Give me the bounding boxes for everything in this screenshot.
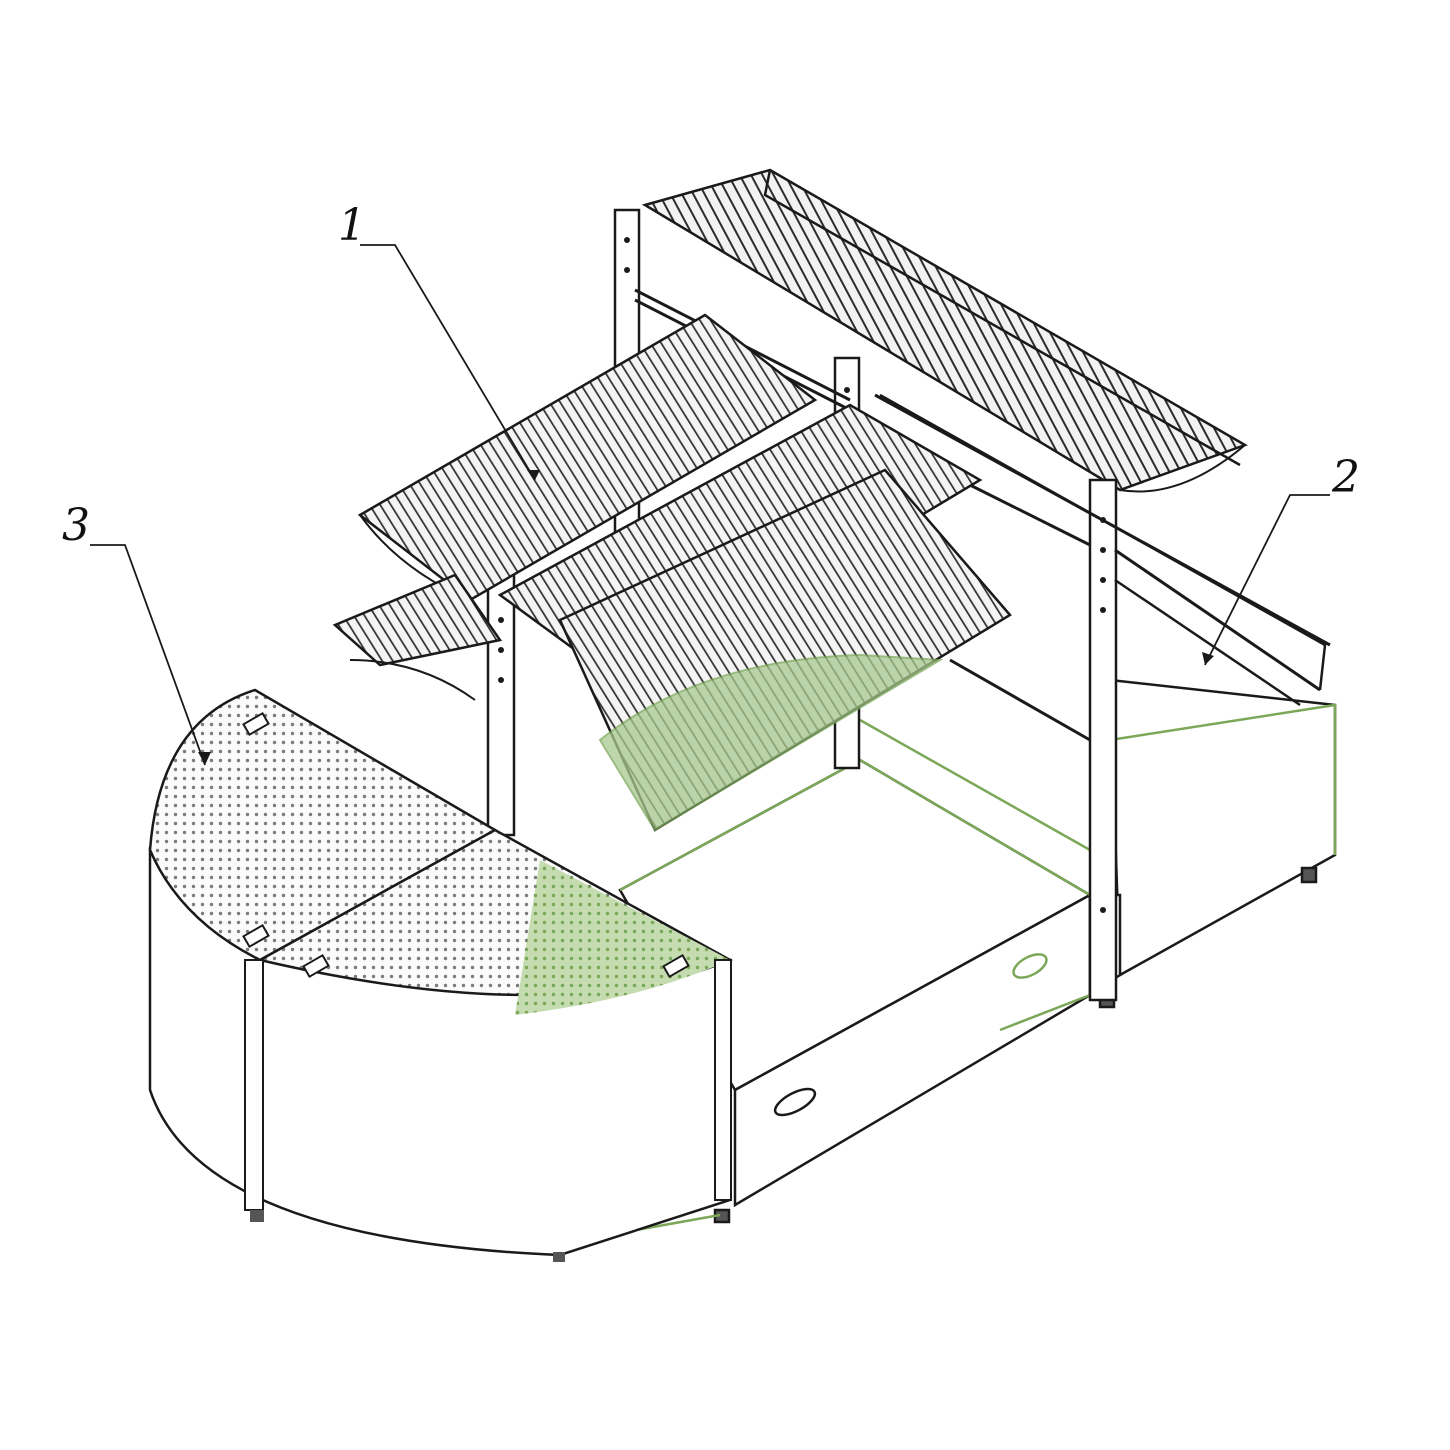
leader-arrowheads	[198, 470, 1214, 765]
half-round-end	[148, 688, 733, 1262]
left-small-shelf	[332, 573, 503, 701]
base-cabinet	[618, 678, 1337, 1224]
callout-1-label: 1	[338, 200, 366, 251]
lower-shelf-highlight	[598, 653, 944, 832]
callout-2-label: 2	[1331, 452, 1360, 503]
right-bin	[879, 393, 1327, 707]
callout-3-label: 3	[62, 500, 90, 551]
leader-lines	[90, 244, 1330, 766]
top-shelf	[641, 168, 1248, 493]
